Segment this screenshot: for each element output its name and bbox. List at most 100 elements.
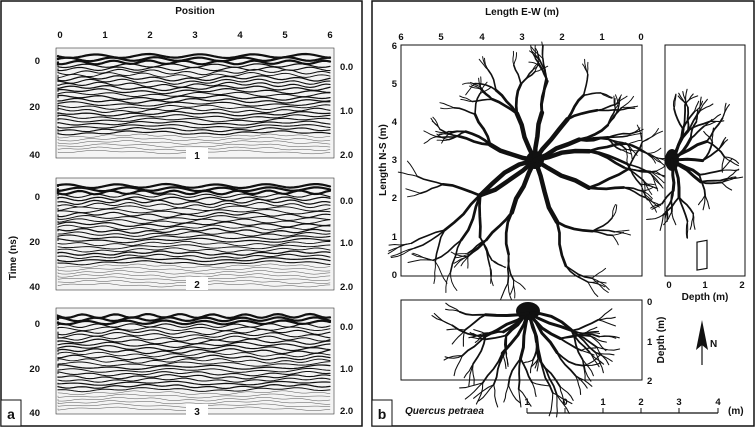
scale-tick: 1: [600, 397, 606, 408]
root-branch: [480, 195, 481, 237]
root-branch: [647, 215, 664, 220]
root-branch: [642, 129, 658, 142]
depth-tick: 2.0: [340, 150, 353, 161]
time-tick: 0: [35, 319, 40, 330]
scale-tick: 4: [715, 397, 721, 408]
panel-a-letter: a: [7, 406, 15, 422]
root-branch: [688, 107, 689, 131]
root-branch: [592, 278, 608, 292]
root-profile-view: 0 1 2 Depth (m): [401, 297, 667, 417]
ns-tick: 3: [392, 155, 397, 166]
profile-depth-tick: 2: [647, 376, 652, 387]
position-tick: 2: [147, 30, 152, 41]
profile-depth-tick: 0: [647, 297, 652, 308]
radargram-3: 0 20 40 0.0 1.0 2.0 3: [29, 308, 353, 419]
north-arrow-base: [697, 240, 707, 270]
time-tick: 40: [29, 150, 40, 161]
root-side-view: 0 1 2 Depth (m): [647, 45, 745, 303]
time-tick: 20: [29, 102, 40, 113]
root-branch: [514, 280, 526, 289]
depth-tick: 0.0: [340, 62, 353, 73]
root-branch: [667, 208, 668, 221]
root-branch: [589, 188, 624, 189]
root-branch: [650, 156, 664, 166]
species-name: Quercus petraea: [405, 406, 484, 417]
root-branch: [437, 136, 458, 137]
ew-axis-label: Length E-W (m): [485, 7, 559, 18]
position-tick: 1: [102, 30, 108, 41]
ew-tick: 1: [599, 32, 605, 43]
time-tick: 0: [35, 192, 40, 203]
profile-depth-tick: 1: [647, 337, 653, 348]
depth-tick: 0.0: [340, 322, 353, 333]
time-tick: 0: [35, 56, 40, 67]
depth-tick: 1.0: [340, 238, 353, 249]
time-tick: 40: [29, 408, 40, 419]
root-branch: [510, 280, 513, 294]
ew-tick: 2: [559, 32, 564, 43]
position-tick-labels: 0 1 2 3 4 5 6: [57, 30, 332, 41]
ew-tick: 4: [479, 32, 485, 43]
time-tick: 20: [29, 237, 40, 248]
position-tick: 3: [192, 30, 197, 41]
time-tick: 40: [29, 282, 40, 293]
radargram-1: 0 20 40 0.0 1.0 2.0 1: [29, 48, 353, 162]
root-branch: [494, 385, 498, 407]
root-branch: [532, 382, 536, 396]
radargram-2: 0 20 40 0.0 1.0 2.0 2: [29, 178, 353, 293]
position-axis-label: Position: [175, 6, 214, 17]
depth-tick: 2.0: [340, 282, 353, 293]
root-branch: [672, 159, 703, 160]
root-branch: [588, 282, 598, 296]
scale-tick: 2: [638, 397, 643, 408]
ns-tick: 4: [392, 117, 398, 128]
ew-tick: 6: [398, 32, 403, 43]
root-branch: [519, 389, 521, 407]
root-branch: [660, 215, 663, 231]
depth-tick: 1.0: [340, 364, 353, 375]
ew-tick-labels: 6 5 4 3 2 1 0: [398, 32, 643, 43]
side-depth-tick: 2: [739, 280, 744, 291]
position-tick: 0: [57, 30, 62, 41]
ew-tick: 0: [638, 32, 643, 43]
ns-tick: 1: [392, 232, 398, 243]
root-branch: [647, 148, 661, 153]
root-branch: [460, 383, 483, 388]
ns-tick: 6: [392, 41, 397, 52]
panel-b-letter: b: [378, 406, 387, 422]
radargram-number: 3: [194, 407, 200, 418]
root-branch: [642, 131, 662, 142]
depth-tick: 1.0: [340, 106, 353, 117]
ns-tick: 5: [392, 79, 398, 90]
radargram-number: 2: [194, 280, 200, 291]
root-branch: [499, 283, 508, 302]
side-depth-tick: 0: [666, 280, 671, 291]
ew-tick: 5: [438, 32, 444, 43]
ns-axis-label: Length N-S (m): [378, 124, 389, 196]
side-depth-tick: 1: [702, 280, 708, 291]
ns-tick: 0: [392, 270, 397, 281]
plan-view-frame: [401, 45, 642, 276]
scale-tick: 3: [676, 397, 681, 408]
ns-tick: 2: [392, 193, 397, 204]
root-branch: [549, 393, 553, 416]
ew-tick: 3: [519, 32, 524, 43]
time-axis-label: Time (ns): [8, 236, 19, 280]
scale-tick: 0: [562, 397, 567, 408]
depth-tick: 2.0: [340, 406, 353, 417]
position-tick: 5: [282, 30, 288, 41]
root-branch: [504, 385, 509, 402]
time-tick: 20: [29, 364, 40, 375]
north-label: N: [710, 339, 717, 350]
root-plan-view: [388, 42, 671, 302]
root-branch: [672, 160, 674, 191]
profile-depth-label: Depth (m): [656, 317, 667, 364]
scale-tick: 1: [524, 397, 530, 408]
root-branch: [597, 110, 620, 111]
position-tick: 6: [327, 30, 332, 41]
depth-tick: 0.0: [340, 196, 353, 207]
side-depth-label: Depth (m): [682, 292, 729, 303]
position-tick: 4: [237, 30, 243, 41]
radargram-number: 1: [194, 151, 200, 162]
